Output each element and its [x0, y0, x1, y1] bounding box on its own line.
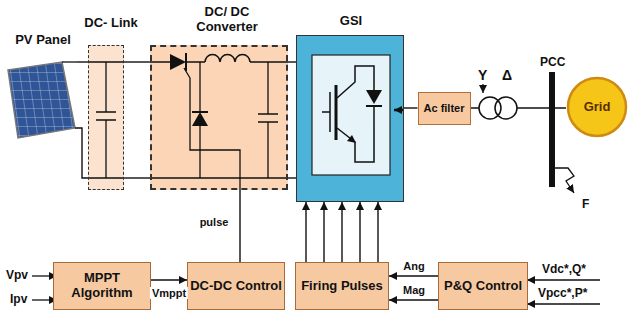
connector	[389, 299, 438, 300]
filter-box: Ac filter	[418, 92, 471, 125]
dc-link-box: DC- Link	[88, 45, 124, 190]
pv-panel: PV Panel	[5, 55, 77, 140]
block-label: DC-DC Control	[190, 279, 282, 294]
signal-name: Ang	[401, 260, 426, 272]
inverter-switch	[296, 35, 404, 202]
block-label: Ac filter	[424, 102, 465, 115]
process-box: P&Q Control	[438, 262, 528, 310]
connector	[77, 128, 88, 178]
connector	[151, 279, 187, 280]
signal-name: Vpcc*,P*	[536, 287, 589, 300]
connector	[124, 61, 150, 62]
block-label: P&Q Control	[444, 279, 522, 294]
connector	[305, 202, 306, 262]
transformer-and-bus	[470, 72, 574, 193]
winding-symbol: Δ	[500, 68, 514, 83]
block-heading: GSI	[297, 14, 405, 29]
dc-link-capacitor	[88, 45, 124, 190]
block-heading: DC/ DC Converter	[192, 5, 262, 35]
bus-name: PCC	[538, 56, 567, 69]
block-label: Grid	[584, 100, 611, 115]
connector	[389, 275, 438, 276]
signal-name: Vmppt	[150, 287, 188, 299]
pv-panel-symbol	[8, 62, 77, 138]
connector	[288, 177, 296, 178]
grid-circle: Grid	[566, 76, 628, 138]
block-heading: PV Panel	[7, 33, 79, 48]
block-label: MPPT Algorithm	[54, 271, 150, 301]
connector	[323, 202, 324, 262]
connector	[404, 107, 418, 108]
block-label: Firing Pulses	[301, 279, 383, 294]
connector	[77, 61, 88, 62]
fault-label: F	[580, 198, 591, 211]
signal-name: Vdc*,Q*	[540, 263, 588, 276]
process-box: MPPT Algorithm	[53, 262, 151, 310]
converter-box: DC/ DC Converter	[150, 45, 288, 190]
inverter-box: GSI	[296, 35, 404, 202]
process-box: Firing Pulses	[295, 262, 389, 310]
connector	[377, 202, 378, 262]
connector	[359, 202, 360, 262]
signal-name: pulse	[198, 216, 231, 228]
connector	[124, 177, 150, 178]
signal-name: Ipv	[8, 293, 29, 306]
connector	[239, 190, 240, 262]
signal-name: Vpv	[4, 269, 30, 282]
winding-symbol: Y	[476, 68, 489, 83]
process-box: DC-DC Control	[187, 262, 285, 310]
connector	[341, 202, 342, 262]
signal-name: Mag	[401, 284, 427, 296]
block-heading: DC- Link	[81, 16, 141, 31]
connector	[288, 61, 296, 62]
buck-converter-circuit	[150, 45, 288, 190]
